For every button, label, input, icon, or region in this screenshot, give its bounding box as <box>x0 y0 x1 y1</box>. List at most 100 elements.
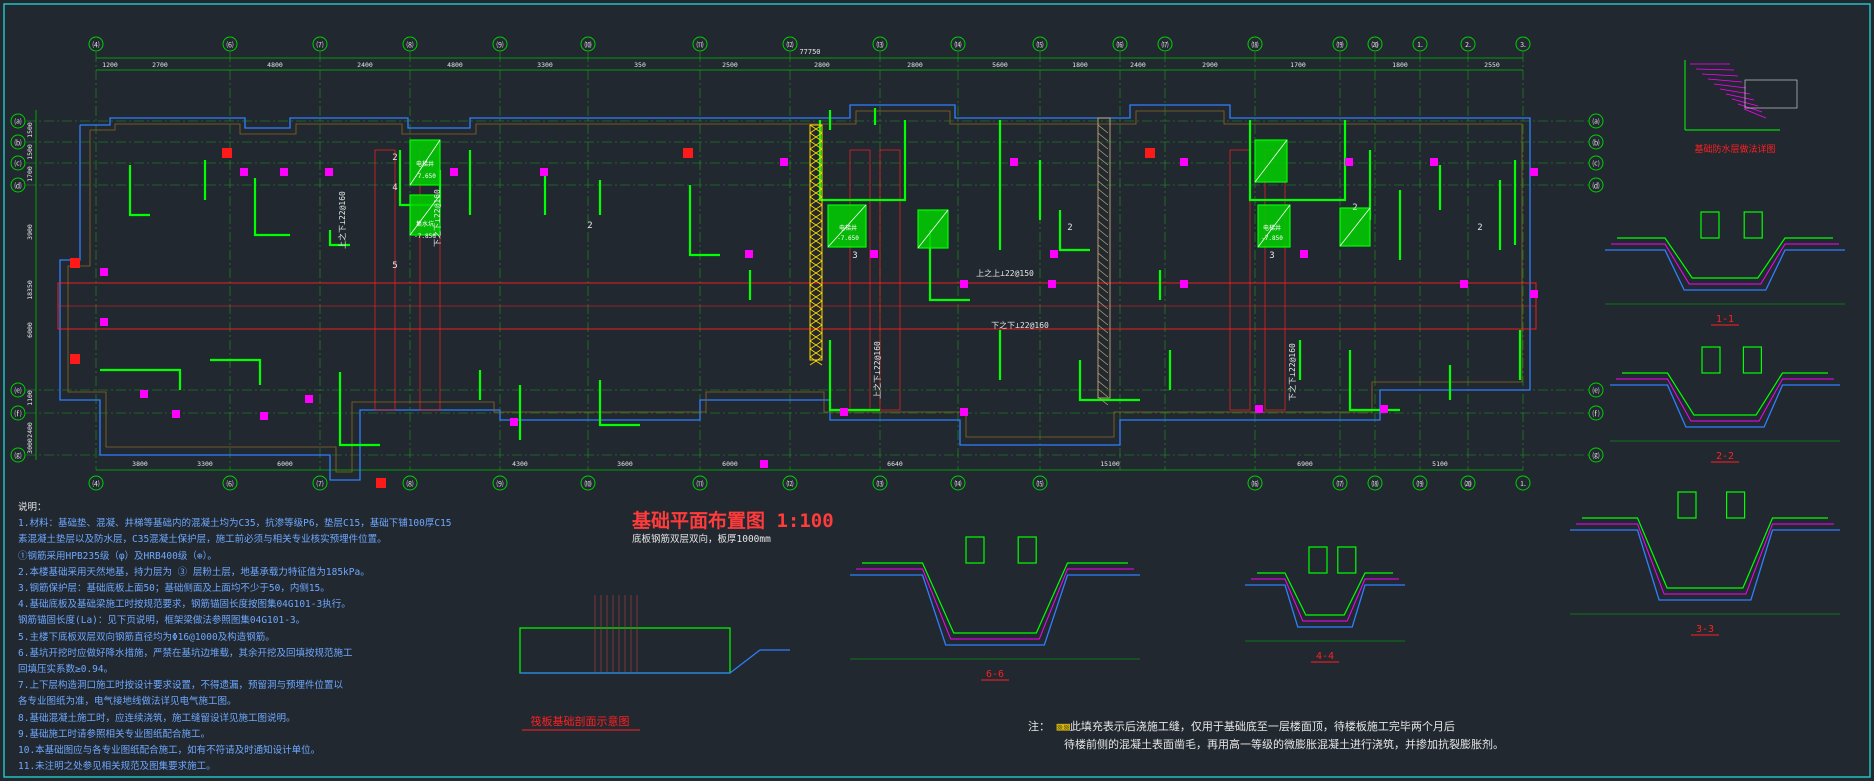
axis-label-left: ⒡ <box>15 409 22 418</box>
axis-label-top: ⑽ <box>585 40 592 49</box>
column-marker-magenta <box>540 168 548 176</box>
axis-bubble-bottom <box>1332 475 1348 491</box>
axis-label-left: ⒝ <box>15 138 22 147</box>
concrete-wall <box>210 358 262 385</box>
section-rebar-line <box>1616 378 1834 422</box>
axis-bubble-bottom <box>88 475 104 491</box>
axis-label-bottom: ⒆ <box>1417 479 1424 488</box>
rebar-strip-vertical <box>879 149 901 411</box>
concrete-wall <box>253 178 290 237</box>
top-dim-text: 2500 <box>722 61 738 69</box>
axis-label-bottom: ⑽ <box>585 479 592 488</box>
axis-label-top: ⒆ <box>1337 40 1344 49</box>
rebar-label: 上之上⊥22@150 <box>976 268 1034 278</box>
joint-hatch <box>809 332 823 342</box>
section-2-2: 2-2 <box>1610 346 1840 463</box>
waterproof-detail: 基础防水层做法详图 <box>1684 60 1798 155</box>
bottom-dim-text: 6640 <box>887 460 903 468</box>
joint-hatch <box>809 220 823 230</box>
joint-hatch <box>1097 180 1109 190</box>
joint-hatch <box>1097 364 1109 374</box>
left-dim-text: 3000 <box>26 438 34 454</box>
axis-label-right: ⒡ <box>1593 409 1600 418</box>
joint-hatch <box>809 196 823 206</box>
column-marker-magenta <box>1050 250 1058 258</box>
top-total-dim: 77750 <box>799 48 820 56</box>
rebar-label: 上之下⊥22@160 <box>872 341 882 399</box>
axis-label-bottom: ⑻ <box>407 479 414 488</box>
axis-bubble-top <box>580 36 596 52</box>
column-marker-magenta <box>1048 280 1056 288</box>
hatch-legend-icon: ▧▧ <box>1056 720 1070 733</box>
column-marker-magenta <box>1430 158 1438 166</box>
sump-elev: -7.850 <box>414 233 436 240</box>
joint-hatch <box>1097 188 1109 198</box>
detail-hatch <box>1725 93 1755 101</box>
elevator-elev: -7.850 <box>1261 235 1283 242</box>
foundation-outline-inner <box>67 110 1523 473</box>
elevator-elev: -7.650 <box>414 173 436 180</box>
section-pit-wall <box>1337 546 1357 574</box>
section-label: 1-1 <box>1716 314 1734 325</box>
general-notes: 说明：1.材料：基础垫、混凝、井梯等基础内的混凝土均为C35，抗渗等级P6，垫层… <box>18 500 538 775</box>
section-profile-outer <box>1610 384 1840 428</box>
elevator-pit-cross <box>1257 204 1291 248</box>
joint-hatch <box>809 276 823 286</box>
axis-bubble-top <box>402 36 418 52</box>
bottom-dim-text: 15100 <box>1100 460 1120 468</box>
axis-label-right: ⒠ <box>1593 386 1600 395</box>
column-marker-magenta <box>1180 158 1188 166</box>
axis-label-bottom: ⒄ <box>1337 479 1344 488</box>
column-marker-magenta <box>1300 250 1308 258</box>
elevator-label: 电梯井 <box>416 160 434 168</box>
axis-bubble-right <box>1588 177 1604 193</box>
left-dim-text: 1500 <box>26 122 34 138</box>
detail-hatch <box>1743 108 1767 119</box>
joint-hatch <box>1097 372 1109 382</box>
axis-bubble-left <box>10 177 26 193</box>
elevator-pit-cross <box>409 139 441 186</box>
rebar-strip-vertical <box>1229 149 1251 411</box>
axis-bubble-bottom <box>492 475 508 491</box>
joint-hatch <box>809 124 823 134</box>
column-marker-magenta <box>870 250 878 258</box>
note-line: 9.基础施工时请参照相关专业图纸配合施工。 <box>18 728 210 740</box>
joint-hatch <box>809 316 823 326</box>
axis-bubble-left <box>10 382 26 398</box>
axis-bubble-bottom <box>1032 475 1048 491</box>
column-marker-red <box>1145 148 1155 158</box>
top-dim-text: 1200 <box>102 61 118 69</box>
section-concrete-line <box>1257 572 1393 616</box>
axis-label-right: ⒟ <box>1593 181 1600 190</box>
top-dim-text: 350 <box>634 61 646 69</box>
section-cut-mark: 4 <box>392 183 397 193</box>
joint-hatch <box>1097 164 1109 174</box>
elevator-elev: -7.650 <box>837 235 859 242</box>
axis-bubble-bottom <box>782 475 798 491</box>
elevator-label: 电梯井 <box>839 224 857 232</box>
raft-section: 筏板基础剖面示意图 <box>519 595 790 731</box>
section-rebar-line <box>1576 523 1834 595</box>
column-marker-red <box>222 148 232 158</box>
post-pour-strip-1 <box>809 124 823 361</box>
column-marker-magenta <box>305 395 313 403</box>
top-dim-text: 2800 <box>814 61 830 69</box>
left-dim-text: 6000 <box>26 322 34 338</box>
axis-label-bottom: ⒂ <box>1037 479 1044 488</box>
bottom-note-prefix: 注： <box>1028 720 1050 733</box>
axis-label-right: ⒢ <box>1593 451 1600 460</box>
concrete-wall <box>128 165 150 217</box>
axis-bubble-bottom <box>1515 475 1531 491</box>
detail-legend-box <box>1744 79 1798 109</box>
axis-bubble-top <box>1412 36 1428 52</box>
section-pit-wall <box>1017 536 1037 564</box>
axis-label-top: ⑻ <box>407 40 414 49</box>
elevator-pit-cross <box>1254 139 1288 183</box>
section-concrete-line <box>862 562 1128 634</box>
axis-bubble-right <box>1588 447 1604 463</box>
axis-label-top: ⒃ <box>1117 40 1124 49</box>
axis-label-top: ⒊ <box>1520 41 1527 49</box>
left-dim-text: 3900 <box>26 224 34 240</box>
joint-hatch <box>1097 252 1109 262</box>
